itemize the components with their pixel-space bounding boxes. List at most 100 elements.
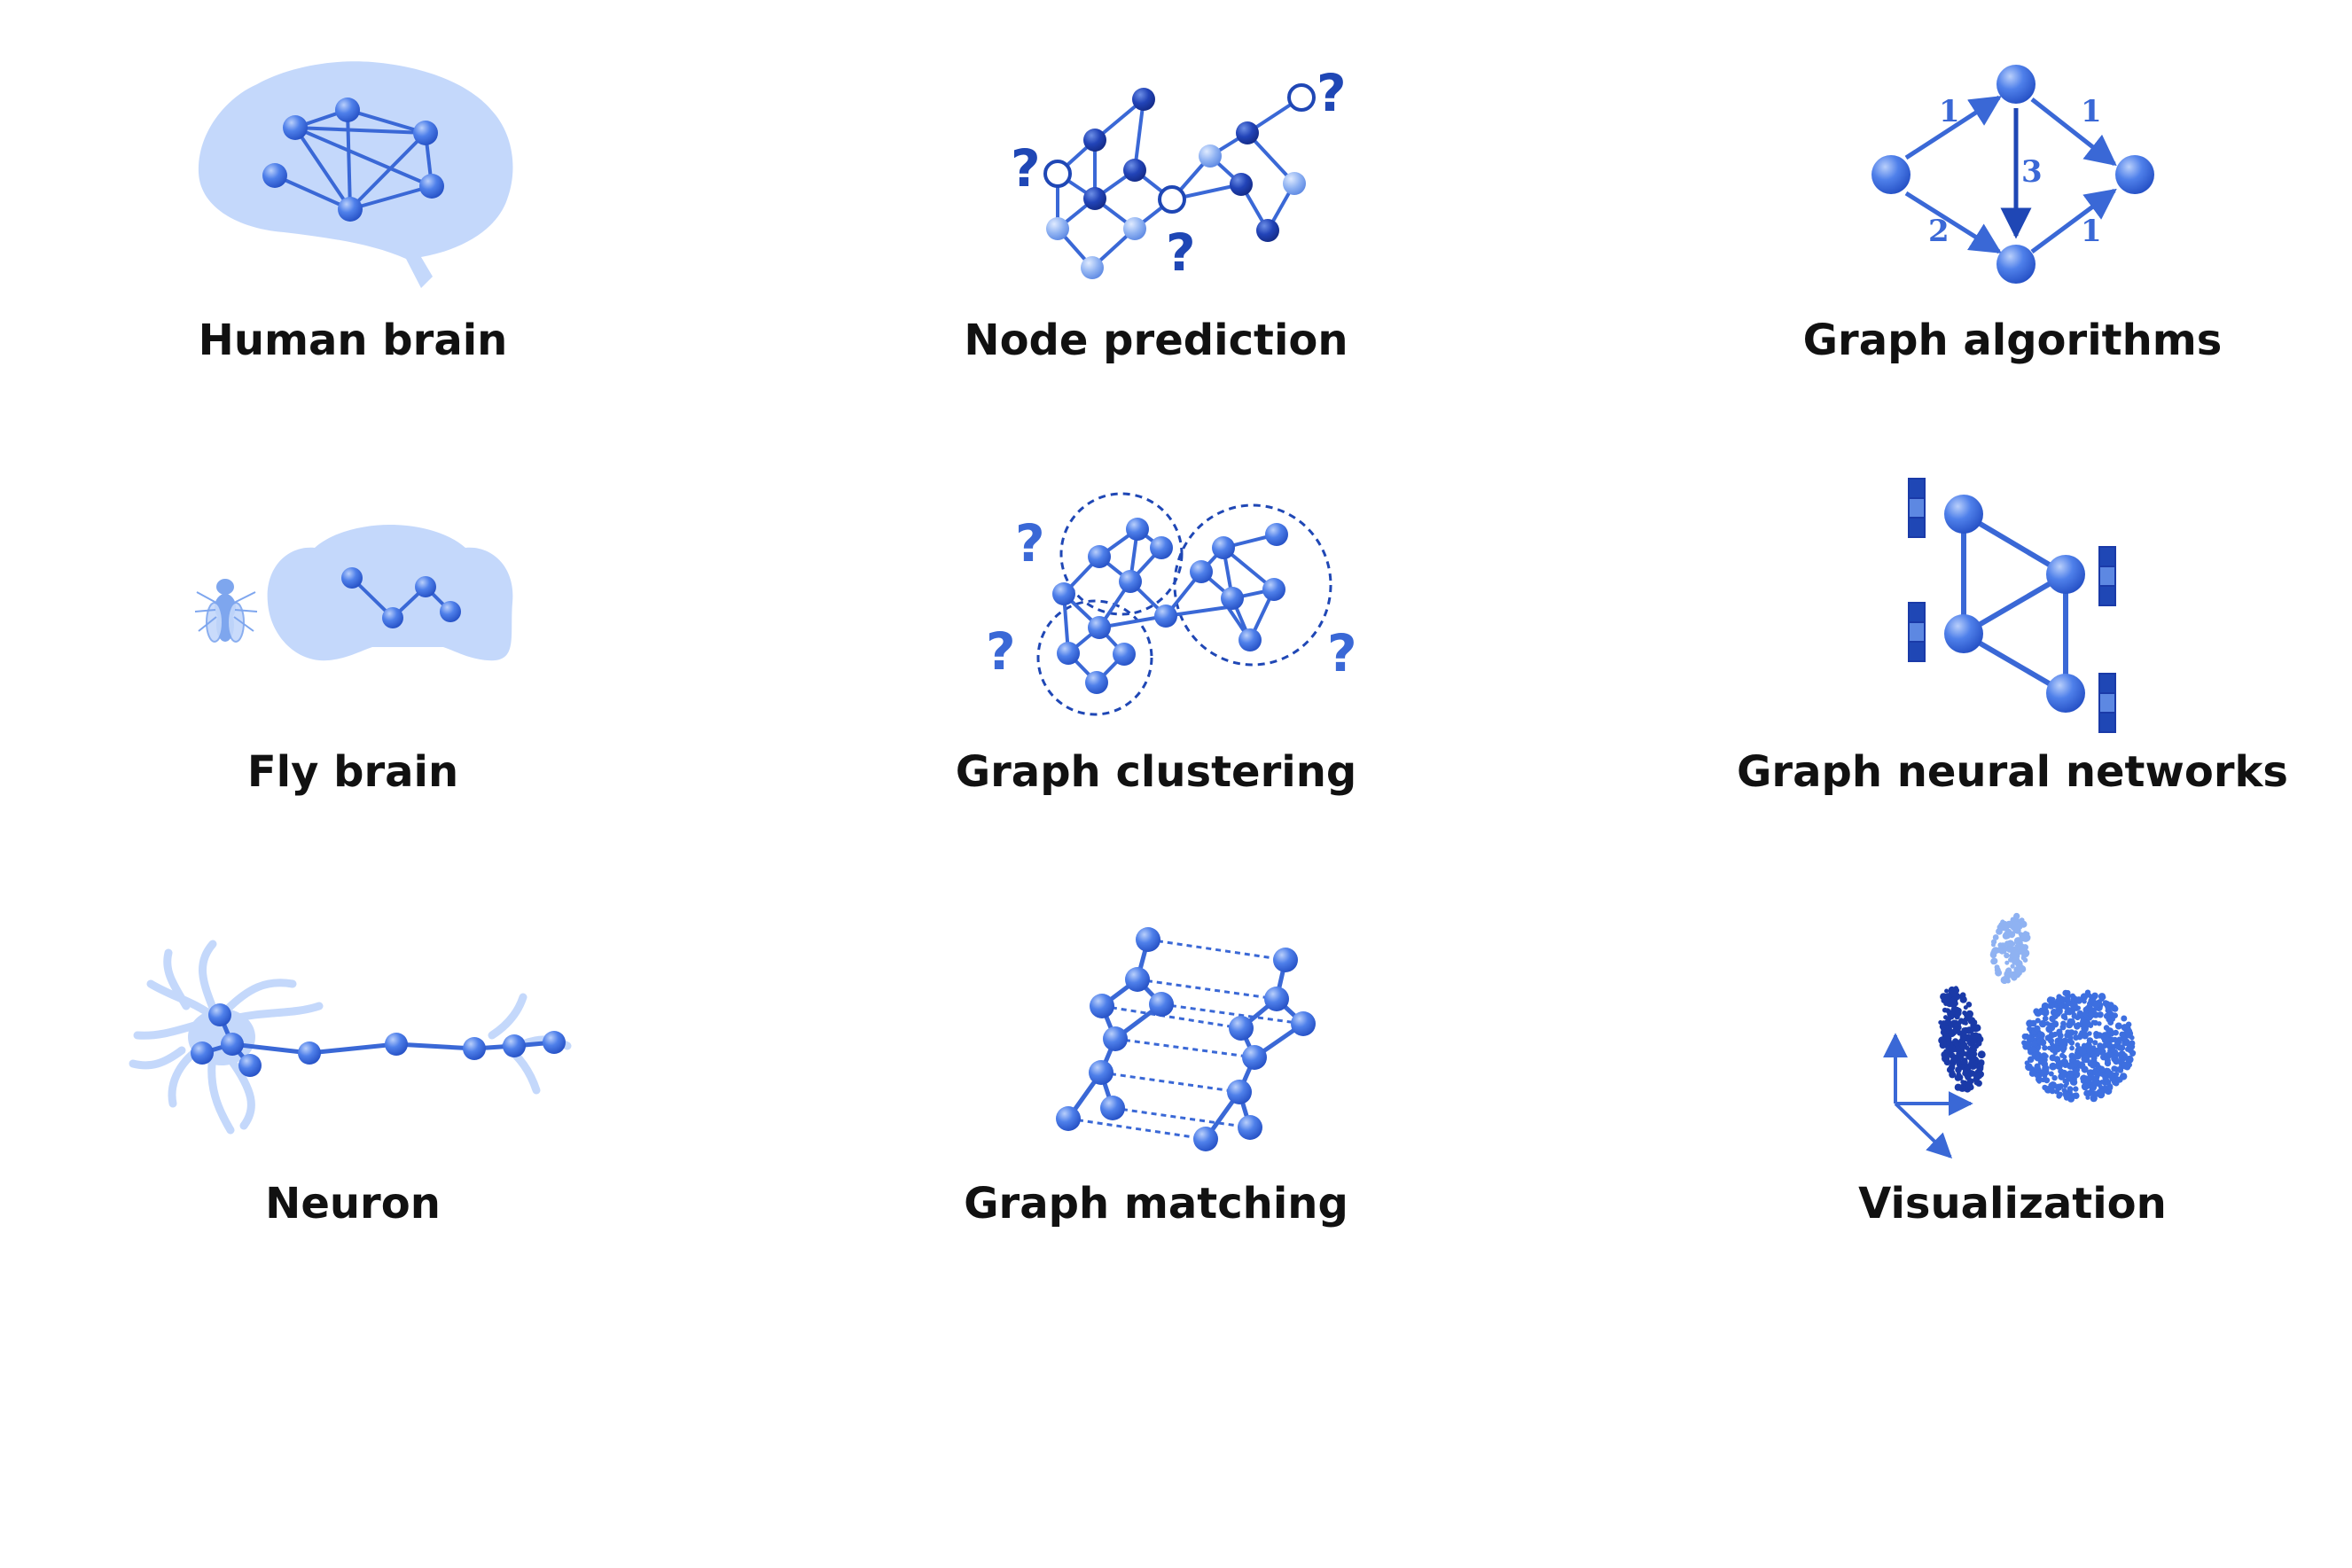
scatter-point bbox=[2039, 1069, 2047, 1077]
scatter-point bbox=[1967, 1017, 1976, 1025]
scatter-point bbox=[2043, 1077, 2051, 1084]
scatter-point bbox=[2002, 946, 2008, 952]
scatter-point bbox=[2092, 1040, 2098, 1046]
scatter-point bbox=[1977, 1050, 1986, 1059]
scatter-point bbox=[1968, 1059, 1975, 1067]
scatter-point bbox=[1955, 1022, 1961, 1028]
scatter-point bbox=[2005, 967, 2012, 973]
scatter-point bbox=[1959, 1033, 1967, 1041]
scatter-point bbox=[2105, 1004, 2110, 1010]
scatter-point bbox=[1962, 1010, 1967, 1016]
scatter-point bbox=[2087, 1011, 2094, 1018]
scatter-cluster bbox=[2021, 989, 2137, 1103]
scatter-point bbox=[2021, 944, 2028, 951]
panel-caption: Graph matching bbox=[964, 1179, 1348, 1229]
fly-brain-icon bbox=[194, 525, 513, 661]
scatter-point bbox=[2028, 1070, 2036, 1077]
scatter-point bbox=[2016, 963, 2024, 971]
scatter-point bbox=[1961, 1019, 1967, 1026]
panel-caption: Neuron bbox=[265, 1179, 441, 1229]
scatter-point bbox=[2049, 1088, 2056, 1095]
scatter-point bbox=[2126, 1044, 2134, 1053]
scatter-point bbox=[2019, 917, 2025, 924]
scatter-point bbox=[2114, 1022, 2122, 1030]
scatter-point bbox=[2113, 1029, 2119, 1036]
scatter-point bbox=[2081, 1065, 2089, 1073]
scatter-point bbox=[1974, 1025, 1980, 1031]
edge-weight-label: 1 bbox=[2081, 94, 2102, 129]
scatter-point bbox=[2062, 1061, 2069, 1069]
scatter-point bbox=[2000, 924, 2008, 932]
scatter-point bbox=[2025, 1063, 2033, 1072]
scatter-point bbox=[1940, 1029, 1947, 1036]
scatter-point bbox=[1944, 1008, 1950, 1013]
scatter-point bbox=[2075, 1015, 2080, 1020]
scatter-point bbox=[2054, 1088, 2059, 1095]
scatter-point bbox=[2068, 1040, 2075, 1046]
panel-caption: Visualization bbox=[1858, 1179, 2167, 1229]
scatter-point bbox=[2103, 1025, 2110, 1031]
scatter-point bbox=[2015, 939, 2021, 945]
scatter-point bbox=[2012, 926, 2020, 933]
scatter-point bbox=[2121, 1015, 2128, 1022]
scatter-point bbox=[2024, 1041, 2032, 1049]
scatter-point bbox=[2073, 1086, 2079, 1092]
scatter-point bbox=[2090, 1080, 2098, 1088]
scatter-point bbox=[2098, 995, 2105, 1002]
scatter-point bbox=[2090, 1019, 2097, 1026]
scatter-point bbox=[1991, 947, 1999, 955]
scatter-point bbox=[2067, 1070, 2075, 1078]
scatter-point bbox=[1968, 1046, 1975, 1053]
scatter-point bbox=[2027, 1056, 2035, 1064]
scatter-point bbox=[1953, 1006, 1959, 1012]
scatter-point bbox=[2085, 1095, 2090, 1100]
scatter-point bbox=[2010, 963, 2015, 969]
scatter-point bbox=[1994, 966, 2001, 973]
scatter-point bbox=[2036, 1037, 2044, 1045]
scatter-point bbox=[2059, 1069, 2068, 1078]
scatter-point bbox=[2113, 1057, 2120, 1065]
panel-fly-brain: Fly brain bbox=[194, 525, 513, 797]
scatter-point bbox=[1942, 997, 1950, 1005]
scatter-point bbox=[2111, 1065, 2118, 1073]
scatter-point bbox=[1975, 1072, 1983, 1080]
scatter-point bbox=[2056, 1093, 2062, 1099]
feature-vector bbox=[2098, 546, 2116, 606]
weighted-graph-icon: 1 1 3 2 1 bbox=[1871, 65, 2154, 284]
scatter-point bbox=[1949, 1042, 1954, 1049]
scatter-point bbox=[1973, 1077, 1979, 1083]
scatter-point bbox=[2086, 1037, 2094, 1044]
scatter-point bbox=[1969, 1027, 1975, 1034]
question-mark: ? bbox=[1015, 513, 1045, 573]
scatter-point bbox=[2058, 1083, 2064, 1089]
scatter-point bbox=[2023, 951, 2029, 957]
scatter-point bbox=[2041, 1009, 2050, 1017]
scatter-point bbox=[2031, 1040, 2038, 1048]
panel-caption: Human brain bbox=[199, 316, 508, 365]
scatter-point bbox=[1978, 1066, 1984, 1072]
scatter-point bbox=[2059, 1039, 2067, 1047]
question-mark: ? bbox=[986, 621, 1016, 682]
scatter-point bbox=[2004, 960, 2010, 965]
scatter-point bbox=[2008, 931, 2016, 939]
scatter-point bbox=[1946, 1016, 1952, 1022]
scatter-point bbox=[2042, 1015, 2049, 1022]
scatter-point bbox=[1991, 939, 1997, 945]
scatter-point bbox=[2112, 1036, 2118, 1043]
scatter-point bbox=[2037, 1031, 2044, 1038]
scatter-point bbox=[2082, 1019, 2090, 1028]
panel-graph-neural-networks: Graph neural networks bbox=[1737, 478, 2288, 797]
scatter-point bbox=[2072, 1070, 2081, 1079]
scatter-point bbox=[1973, 1051, 1978, 1057]
panel-caption: Graph clustering bbox=[956, 747, 1357, 797]
human-brain-icon bbox=[198, 61, 513, 289]
scatter-point bbox=[2117, 1045, 2123, 1051]
scatter-point bbox=[1963, 1005, 1968, 1010]
scatter-point bbox=[1952, 1026, 1961, 1034]
scatter-point bbox=[2048, 1032, 2055, 1038]
scatter-point bbox=[2082, 1032, 2088, 1038]
scatter-cluster bbox=[1938, 986, 1986, 1093]
scatter-point bbox=[2021, 1033, 2028, 1040]
scatter-point bbox=[1965, 1081, 1971, 1087]
scatter-point bbox=[2101, 1035, 2110, 1044]
